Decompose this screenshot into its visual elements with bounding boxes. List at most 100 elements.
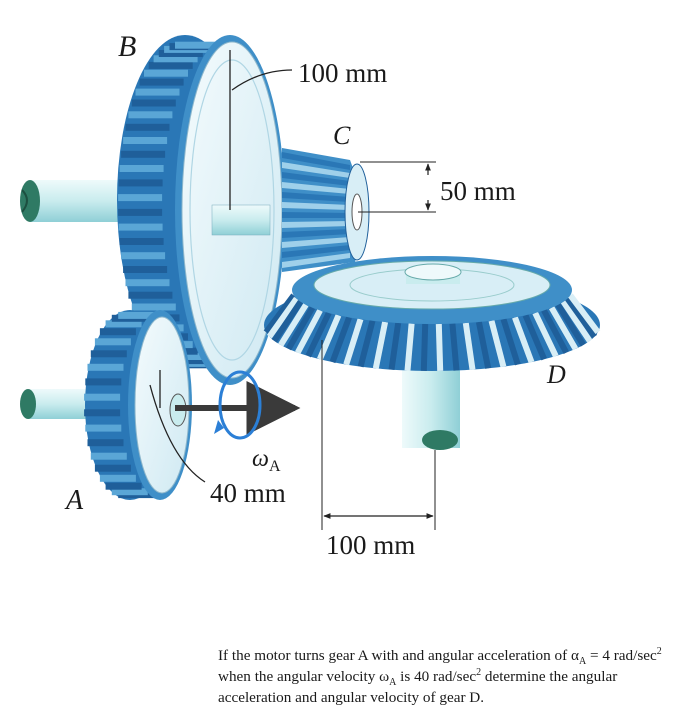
gear-tooth xyxy=(123,137,168,144)
gear-tooth xyxy=(343,318,364,366)
alpha-subscript: A xyxy=(578,656,587,668)
gear-tooth xyxy=(85,378,122,386)
gear-b xyxy=(117,35,285,385)
gear-tooth xyxy=(549,306,579,351)
b-radius-leader xyxy=(231,69,293,91)
gear-tooth xyxy=(532,311,559,358)
gear-tooth xyxy=(105,482,142,490)
gear-tooth xyxy=(285,306,315,351)
gear-tooth xyxy=(118,194,163,202)
gear-tooth xyxy=(111,488,148,496)
omega-value: is 40 rad/sec xyxy=(396,668,477,685)
problem-text-2: when the angular velocity xyxy=(218,668,380,685)
problem-text-3: determine the angular acceleration and a… xyxy=(218,668,618,706)
gear-tooth xyxy=(84,393,121,401)
gear-d xyxy=(263,256,601,450)
gear-tooth xyxy=(119,238,164,245)
gear-b-label: B xyxy=(118,30,136,63)
gear-b-hub xyxy=(211,204,271,236)
gear-tooth xyxy=(449,323,460,371)
gear-tooth xyxy=(90,350,127,358)
gear-tooth xyxy=(266,296,299,339)
omega-symbol-text: ω xyxy=(379,668,390,685)
gear-tooth xyxy=(282,192,350,202)
gear-tooth xyxy=(522,314,547,361)
omega-symbol: ω xyxy=(252,446,269,472)
gear-tooth xyxy=(555,303,586,347)
omega-exponent: 2 xyxy=(476,666,482,678)
omega-rotation-arrow xyxy=(214,370,262,440)
gear-d-label: D xyxy=(546,360,566,389)
gear-tooth xyxy=(131,99,176,107)
c-radius-text: 50 mm xyxy=(440,176,516,206)
gear-tooth xyxy=(357,320,376,368)
b-radius-text: 100 mm xyxy=(298,58,387,88)
gear-tooth xyxy=(282,172,350,186)
gear-tooth xyxy=(94,464,131,472)
omega-subscript-text: A xyxy=(389,677,397,689)
d-radius-text: 100 mm xyxy=(326,530,415,560)
gear-tooth xyxy=(131,303,176,311)
gear-tooth xyxy=(175,41,219,49)
gear-tooth xyxy=(128,111,173,119)
gear-tooth xyxy=(372,321,389,369)
gear-c-label: C xyxy=(333,121,351,150)
gear-tooth xyxy=(420,323,429,371)
gear-tooth xyxy=(388,322,402,371)
gear-tooth xyxy=(118,311,155,319)
a-radius-leader xyxy=(149,384,206,483)
gear-tooth xyxy=(128,291,173,299)
gear-tooth xyxy=(123,266,168,273)
gear-a-teeth xyxy=(84,311,155,499)
gear-tooth xyxy=(282,237,350,248)
gear-tooth xyxy=(263,293,297,334)
gear-tooth xyxy=(329,316,352,364)
gear-tooth xyxy=(541,308,569,355)
gear-tooth xyxy=(282,212,350,218)
gear-tooth xyxy=(278,303,309,347)
gear-tooth xyxy=(139,78,184,86)
gear-a-label: A xyxy=(64,485,84,516)
gear-tooth xyxy=(87,439,124,447)
gear-tooth xyxy=(317,314,342,361)
omega-a-label: ωA xyxy=(252,446,281,475)
gear-tooth xyxy=(282,253,350,268)
gear-tooth xyxy=(404,323,415,371)
alpha-symbol: α xyxy=(570,647,579,664)
gear-tooth xyxy=(94,338,131,346)
gear-tooth xyxy=(135,88,180,96)
gear-tooth xyxy=(295,308,323,355)
gear-tooth xyxy=(565,296,598,339)
gear-tooth xyxy=(153,55,198,63)
gear-tooth xyxy=(90,452,127,460)
gear-tooth xyxy=(488,320,507,368)
gear-tooth xyxy=(105,320,142,328)
gear-tooth xyxy=(271,300,304,343)
gear-tooth xyxy=(125,279,170,287)
gear-tooth xyxy=(282,152,350,170)
gear-tooth xyxy=(512,316,535,364)
gear-tooth xyxy=(282,245,350,258)
gear-tooth xyxy=(435,323,444,371)
gear-tooth xyxy=(462,322,476,371)
gear-tooth xyxy=(282,202,350,210)
gear-d-teeth xyxy=(263,293,601,371)
a-radius-text: 40 mm xyxy=(210,478,286,508)
gear-tooth xyxy=(99,328,136,336)
gear-tooth xyxy=(121,252,166,260)
gear-tooth xyxy=(85,424,122,432)
gear-tooth xyxy=(282,182,350,194)
alpha-value: = 4 rad/sec xyxy=(586,647,657,664)
gear-tooth xyxy=(118,208,163,216)
dimension-50mm xyxy=(358,161,436,213)
gear-train-diagram: B C D A 100 mm 50 mm 100 mm 40 mm ωA xyxy=(20,30,601,560)
gear-tooth xyxy=(125,123,170,131)
problem-text-1: If the motor turns gear A with and angul… xyxy=(218,647,571,664)
gear-tooth xyxy=(282,162,350,178)
gear-tooth xyxy=(99,474,136,482)
dimension-100mm-bottom xyxy=(321,340,436,530)
omega-subscript: A xyxy=(269,458,281,475)
gear-tooth xyxy=(500,318,521,366)
gear-tooth xyxy=(144,69,188,77)
gear-c-teeth xyxy=(282,152,350,268)
